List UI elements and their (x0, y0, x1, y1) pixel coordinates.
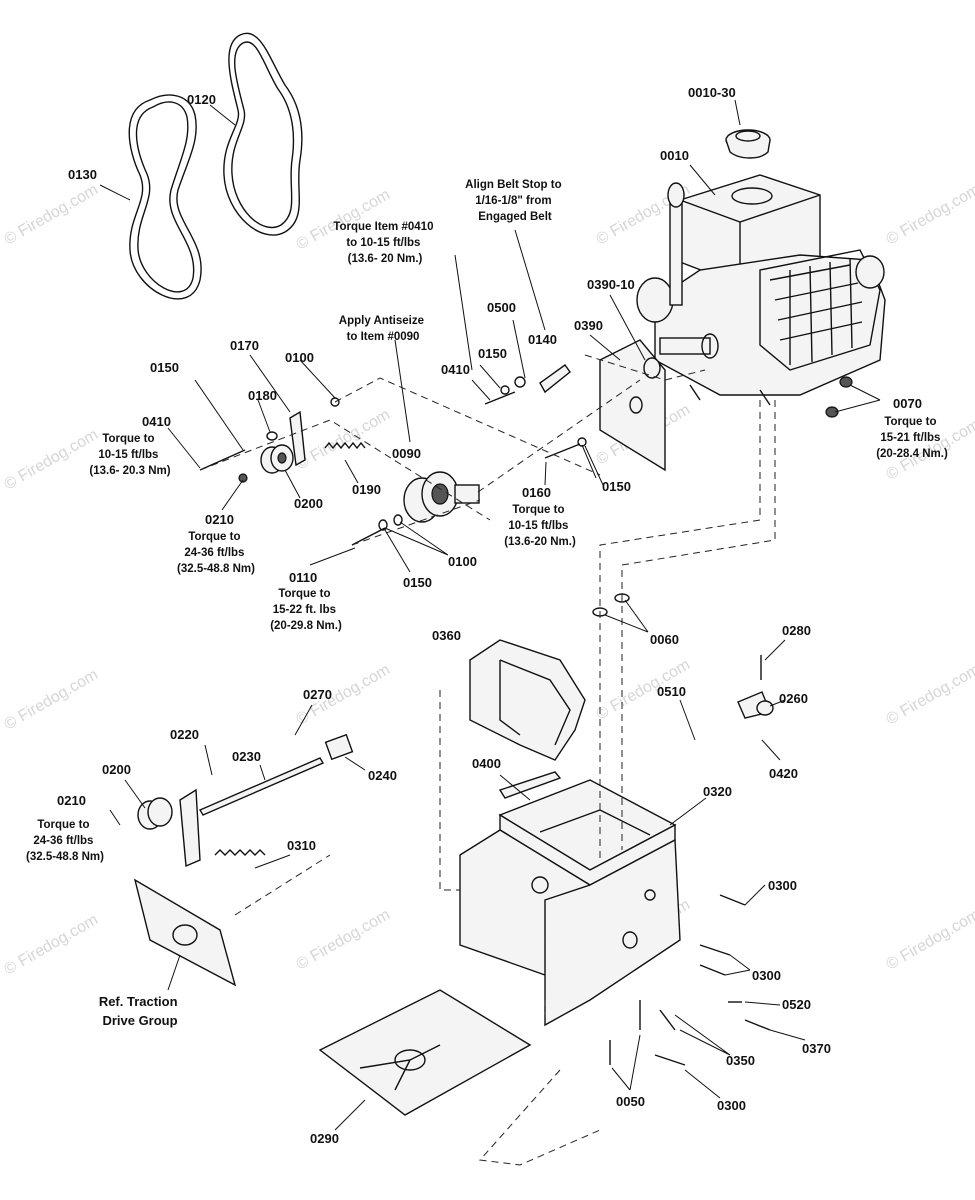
callout-0200: 0200 (294, 496, 323, 511)
note-apply-antiseize: Apply Antiseize to Item #0090 (339, 315, 427, 343)
watermark: © Firedog.com (2, 426, 102, 493)
callout-0370: 0370 (802, 1041, 831, 1056)
callout-0140: 0140 (528, 332, 557, 347)
note-torque-0160: Torque to 10-15 ft/lbs (13.6-20 Nm.) (504, 504, 576, 548)
callout-0210: 0210 (205, 512, 234, 527)
note-torque-0410-left: Torque to 10-15 ft/lbs (13.6- 20.3 Nm) (89, 433, 170, 477)
watermark: © Firedog.com (2, 666, 102, 733)
part-callouts: 0010-30 0010 0120 0130 0500 0150 0140 04… (57, 85, 922, 1146)
belt-0130 (128, 94, 202, 300)
callout-0010: 0010 (660, 148, 689, 163)
callout-0170: 0170 (230, 338, 259, 353)
callout-0290: 0290 (310, 1131, 339, 1146)
note-torque-0110: Torque to 15-22 ft. lbs (20-29.8 Nm.) (270, 588, 342, 632)
callout-0320: 0320 (703, 784, 732, 799)
note-ref-traction-drive: Ref. Traction Drive Group (99, 994, 181, 1028)
callout-0180: 0180 (248, 388, 277, 403)
leader-lines (99, 99, 881, 1131)
callout-0210: 0210 (57, 793, 86, 808)
callout-0150: 0150 (403, 575, 432, 590)
callout-0300: 0300 (768, 878, 797, 893)
callout-0200: 0200 (102, 762, 131, 777)
callout-0150: 0150 (602, 479, 631, 494)
engine-0010 (636, 174, 886, 406)
callout-0390: 0390 (574, 318, 603, 333)
callout-0160: 0160 (522, 485, 551, 500)
callout-0110: 0110 (289, 570, 317, 585)
watermark: © Firedog.com (884, 661, 975, 728)
callout-0500: 0500 (487, 300, 516, 315)
watermark: © Firedog.com (884, 906, 975, 973)
callout-0070: 0070 (893, 396, 922, 411)
callout-0280: 0280 (782, 623, 811, 638)
bottom-pan-0290 (318, 989, 532, 1116)
notes: Align Belt Stop to 1/16-1/8" from Engage… (26, 179, 948, 1028)
idler-bracket-0170 (289, 410, 306, 467)
note-torque-0210-bottom: Torque to 24-36 ft/lbs (32.5-48.8 Nm) (26, 819, 104, 863)
spring-0190 (324, 441, 366, 450)
callout-0390-10: 0390-10 (587, 277, 635, 292)
callout-0050: 0050 (616, 1094, 645, 1109)
callout-0350: 0350 (726, 1053, 755, 1068)
belt-guide-0390 (599, 339, 666, 472)
watermark: © Firedog.com (2, 181, 102, 248)
callout-0150: 0150 (150, 360, 179, 375)
note-torque-item-0410: Torque Item #0410 to 10-15 ft/lbs (13.6-… (333, 221, 436, 265)
bearing-0260 (737, 655, 774, 719)
callout-0060: 0060 (650, 632, 679, 647)
callout-0130: 0130 (68, 167, 97, 182)
callout-0230: 0230 (232, 749, 261, 764)
note-torque-0210-top: Torque to 24-36 ft/lbs (32.5-48.8 Nm) (177, 531, 255, 575)
watermark: © Firedog.com (294, 906, 394, 973)
cover-0400 (498, 771, 562, 799)
watermark: © Firedog.com (884, 181, 975, 248)
callout-0260: 0260 (779, 691, 808, 706)
callout-0090: 0090 (392, 446, 421, 461)
callout-0190: 0190 (352, 482, 381, 497)
callout-0410: 0410 (142, 414, 171, 429)
assembly-lines (199, 354, 776, 1166)
callout-0420: 0420 (769, 766, 798, 781)
watermark: © Firedog.com (2, 911, 102, 978)
callout-0300: 0300 (752, 968, 781, 983)
idler-pulley-0200-top (260, 444, 294, 474)
callout-0400: 0400 (472, 756, 501, 771)
idler-arm-0200-bottom (137, 788, 266, 868)
note-torque-0070: Torque to 15-21 ft/lbs (20-28.4 Nm.) (876, 416, 948, 460)
watermark: © Firedog.com (294, 406, 394, 473)
callout-0010-30: 0010-30 (688, 85, 736, 100)
callout-0310: 0310 (287, 838, 316, 853)
engine-pulley-0090 (403, 471, 480, 523)
belt-stop-0140 (514, 364, 571, 394)
callout-0300: 0300 (717, 1098, 746, 1113)
callout-0520: 0520 (782, 997, 811, 1012)
frame-0320 (459, 779, 681, 1027)
traction-drive-plate (133, 878, 237, 987)
callout-0270: 0270 (303, 687, 332, 702)
screws-right (609, 894, 771, 1066)
callout-0220: 0220 (170, 727, 199, 742)
belt-0120 (223, 32, 303, 236)
callout-0510: 0510 (657, 684, 686, 699)
callout-0240: 0240 (368, 768, 397, 783)
callout-0100: 0100 (285, 350, 314, 365)
belt-cover-0360 (469, 639, 586, 761)
callout-0410: 0410 (441, 362, 470, 377)
fuel-cap-0010-30 (725, 129, 771, 159)
note-align-belt-stop: Align Belt Stop to 1/16-1/8" from Engage… (465, 179, 565, 223)
callout-0100: 0100 (448, 554, 477, 569)
callout-0120: 0120 (187, 92, 216, 107)
callout-0360: 0360 (432, 628, 461, 643)
callout-0150: 0150 (478, 346, 507, 361)
shaft-0230 (198, 733, 354, 816)
